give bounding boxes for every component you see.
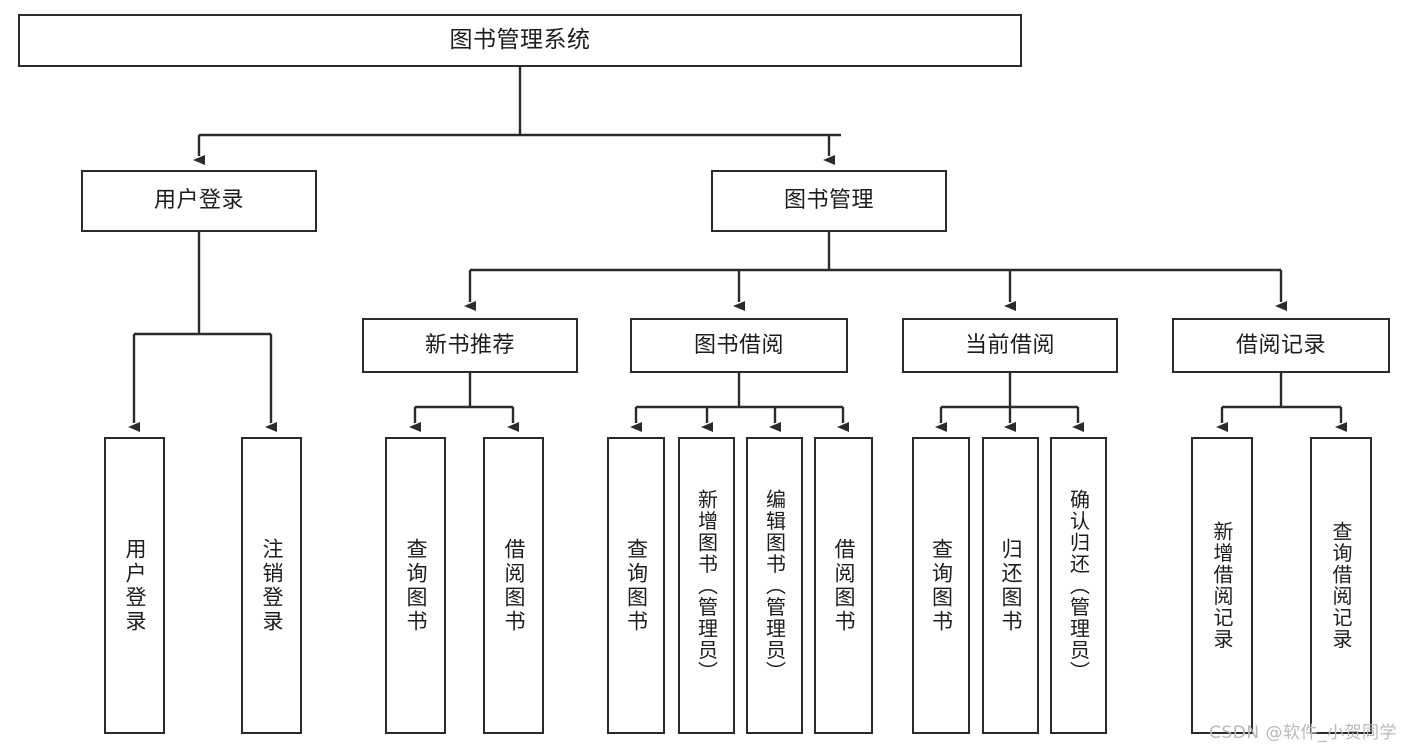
node-new-book-recommend[interactable]: 新书推荐	[362, 318, 578, 373]
node-label: 归还图书	[999, 537, 1023, 634]
leaf-borrow-book-recommend[interactable]: 借阅图书	[483, 437, 544, 734]
node-label: 图书管理	[783, 188, 874, 214]
node-current-borrow[interactable]: 当前借阅	[902, 318, 1118, 373]
leaf-borrow-book[interactable]: 借阅图书	[814, 437, 873, 734]
node-label: 新书推荐	[424, 332, 515, 358]
node-label: 借阅图书	[502, 537, 526, 634]
node-label: 图书管理系统	[449, 26, 591, 53]
node-label: 编辑图书（管理员）	[762, 488, 787, 683]
leaf-query-borrow-record[interactable]: 查询借阅记录	[1310, 437, 1372, 734]
leaf-add-borrow-record[interactable]: 新增借阅记录	[1191, 437, 1253, 734]
leaf-query-book-borrow[interactable]: 查询图书	[607, 437, 665, 734]
node-borrow-record[interactable]: 借阅记录	[1172, 318, 1390, 373]
node-label: 查询图书	[929, 537, 954, 634]
node-user-login[interactable]: 用户登录	[81, 170, 317, 232]
node-label: 借阅记录	[1235, 332, 1326, 358]
node-label: 新增图书（管理员）	[694, 488, 719, 683]
node-label: 用户登录	[153, 188, 244, 214]
leaf-confirm-return-admin[interactable]: 确认归还（管理员）	[1050, 437, 1107, 734]
node-label: 当前借阅	[964, 332, 1055, 358]
leaf-return-book[interactable]: 归还图书	[982, 437, 1039, 734]
node-book-management[interactable]: 图书管理	[711, 170, 947, 232]
node-label: 查询图书	[624, 537, 649, 634]
node-label: 借阅图书	[832, 537, 856, 634]
node-label: 新增借阅记录	[1210, 521, 1234, 650]
leaf-query-book-current[interactable]: 查询图书	[912, 437, 970, 734]
node-label: 确认归还（管理员）	[1066, 488, 1091, 683]
leaf-edit-book-admin[interactable]: 编辑图书（管理员）	[746, 437, 803, 734]
node-label: 查询图书	[404, 537, 428, 634]
leaf-query-book-recommend[interactable]: 查询图书	[385, 437, 446, 734]
csdn-watermark: CSDN @软件_小贺同学	[1209, 723, 1397, 743]
node-book-borrow[interactable]: 图书借阅	[630, 318, 848, 373]
leaf-logout[interactable]: 注销登录	[241, 437, 302, 734]
node-label: 用户登录	[123, 537, 147, 634]
leaf-add-book-admin[interactable]: 新增图书（管理员）	[678, 437, 735, 734]
node-label: 注销登录	[260, 537, 284, 634]
node-root-book-management-system[interactable]: 图书管理系统	[18, 14, 1022, 67]
node-label: 图书借阅	[693, 332, 784, 358]
leaf-user-login[interactable]: 用户登录	[104, 437, 165, 734]
node-label: 查询借阅记录	[1329, 521, 1353, 650]
